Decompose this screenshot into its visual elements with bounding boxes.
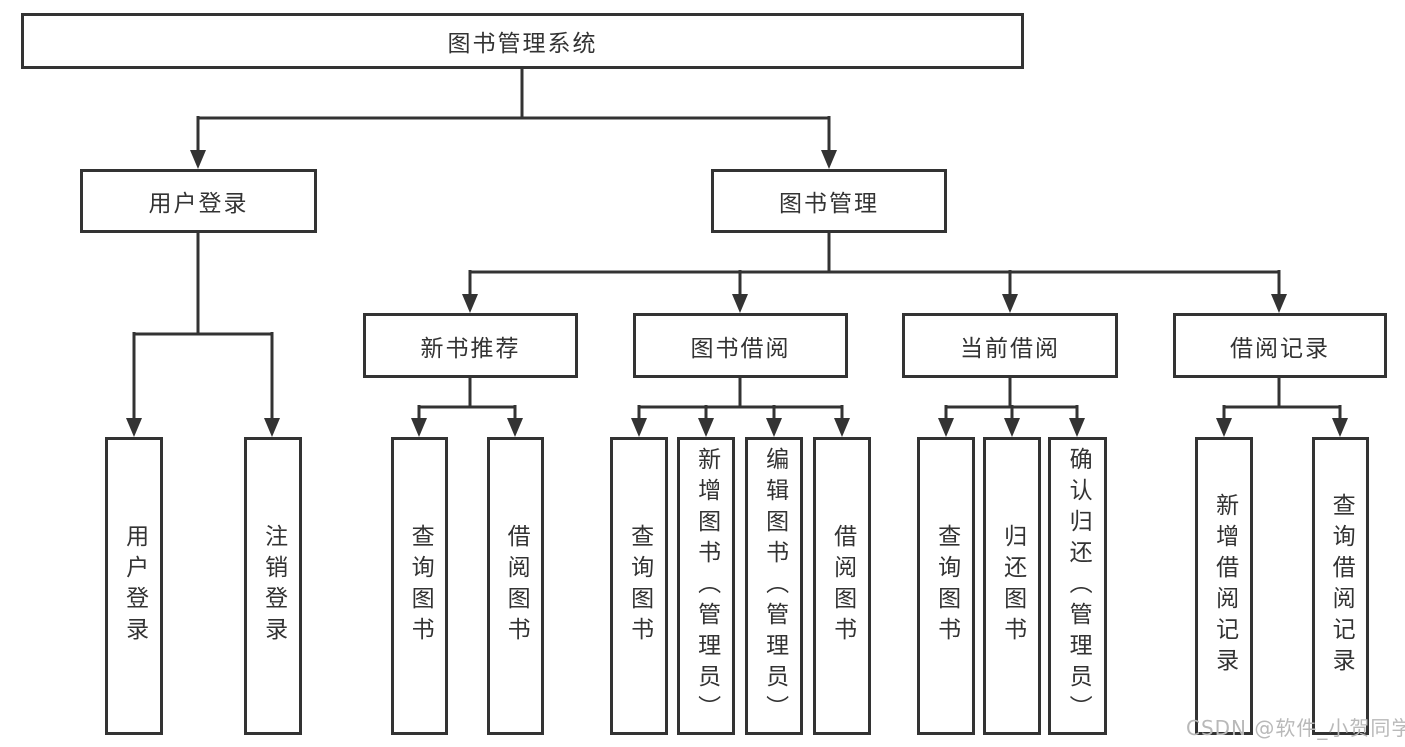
node-current-borrow-label: 当前借阅 <box>960 335 1060 362</box>
leaf-newbook-query: 查询图书 <box>391 437 448 735</box>
leaf-user-login: 用户登录 <box>105 437 163 735</box>
leaf-newbook-borrow-label: 借阅图书 <box>503 524 530 648</box>
leaf-borrow-edit-admin: 编辑图书（管理员） <box>745 437 803 735</box>
node-new-book-rec-label: 新书推荐 <box>420 335 521 362</box>
leaf-borrow-book-label: 借阅图书 <box>829 524 856 648</box>
node-book-borrow: 图书借阅 <box>633 313 848 378</box>
csdn-watermark: CSDN @软件_小贺同学 <box>1186 716 1405 740</box>
leaf-record-add-label: 新增借阅记录 <box>1211 493 1238 679</box>
node-new-book-rec: 新书推荐 <box>363 313 578 378</box>
leaf-borrow-edit-admin-label: 编辑图书（管理员） <box>761 446 788 726</box>
leaf-current-confirm-admin: 确认归还（管理员） <box>1048 437 1107 735</box>
leaf-borrow-query: 查询图书 <box>610 437 668 735</box>
node-user-login-label: 用户登录 <box>148 191 249 217</box>
node-root: 图书管理系统 <box>21 13 1024 69</box>
leaf-newbook-query-label: 查询图书 <box>407 524 434 648</box>
node-book-mgmt-label: 图书管理 <box>779 191 879 217</box>
leaf-logout-label: 注销登录 <box>260 524 287 648</box>
node-book-borrow-label: 图书借阅 <box>690 335 791 362</box>
leaf-logout: 注销登录 <box>244 437 302 735</box>
arrowheads <box>126 150 1348 437</box>
node-user-login: 用户登录 <box>80 169 317 233</box>
leaf-user-login-label: 用户登录 <box>121 524 148 648</box>
leaf-borrow-add-admin-label: 新增图书（管理员） <box>693 446 720 726</box>
node-borrow-record-label: 借阅记录 <box>1230 335 1330 362</box>
node-root-label: 图书管理系统 <box>447 31 598 57</box>
leaf-current-confirm-admin-label: 确认归还（管理员） <box>1065 446 1092 726</box>
leaf-record-query: 查询借阅记录 <box>1312 437 1369 735</box>
leaf-record-add: 新增借阅记录 <box>1195 437 1253 735</box>
node-borrow-record: 借阅记录 <box>1173 313 1387 378</box>
leaf-newbook-borrow: 借阅图书 <box>487 437 544 735</box>
leaf-borrow-book: 借阅图书 <box>813 437 871 735</box>
leaf-borrow-query-label: 查询图书 <box>626 524 653 648</box>
leaf-current-return: 归还图书 <box>983 437 1041 735</box>
node-current-borrow: 当前借阅 <box>902 313 1118 378</box>
tree-connectors <box>132 69 1342 420</box>
node-book-mgmt: 图书管理 <box>711 169 947 233</box>
leaf-current-query: 查询图书 <box>917 437 975 735</box>
leaf-current-query-label: 查询图书 <box>933 524 960 648</box>
leaf-borrow-add-admin: 新增图书（管理员） <box>677 437 735 735</box>
leaf-record-query-label: 查询借阅记录 <box>1328 493 1355 679</box>
leaf-current-return-label: 归还图书 <box>999 524 1026 648</box>
